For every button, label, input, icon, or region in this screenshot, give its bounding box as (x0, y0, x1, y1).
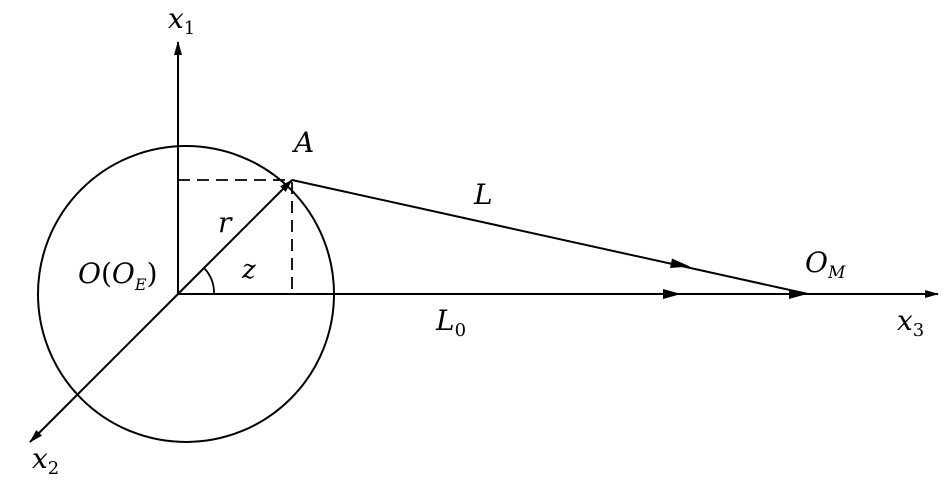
point-a-label: A (291, 126, 314, 159)
l-line (291, 179, 809, 295)
om-label: OM (805, 246, 846, 283)
r-vector (177, 179, 293, 295)
r-label: r (218, 206, 233, 239)
l-direction-arrow (670, 258, 690, 268)
l0-label: L0 (435, 304, 466, 341)
x3-label: x3 (897, 304, 924, 341)
x2-label: x2 (32, 442, 59, 479)
l-label: L (473, 178, 493, 211)
origin-label: O(OE) (78, 257, 158, 294)
angle-arc (203, 267, 215, 295)
z-label: z (241, 255, 256, 285)
l0-direction-arrow (663, 289, 681, 299)
x2-axis (29, 293, 179, 443)
x1-label: x1 (168, 2, 195, 39)
